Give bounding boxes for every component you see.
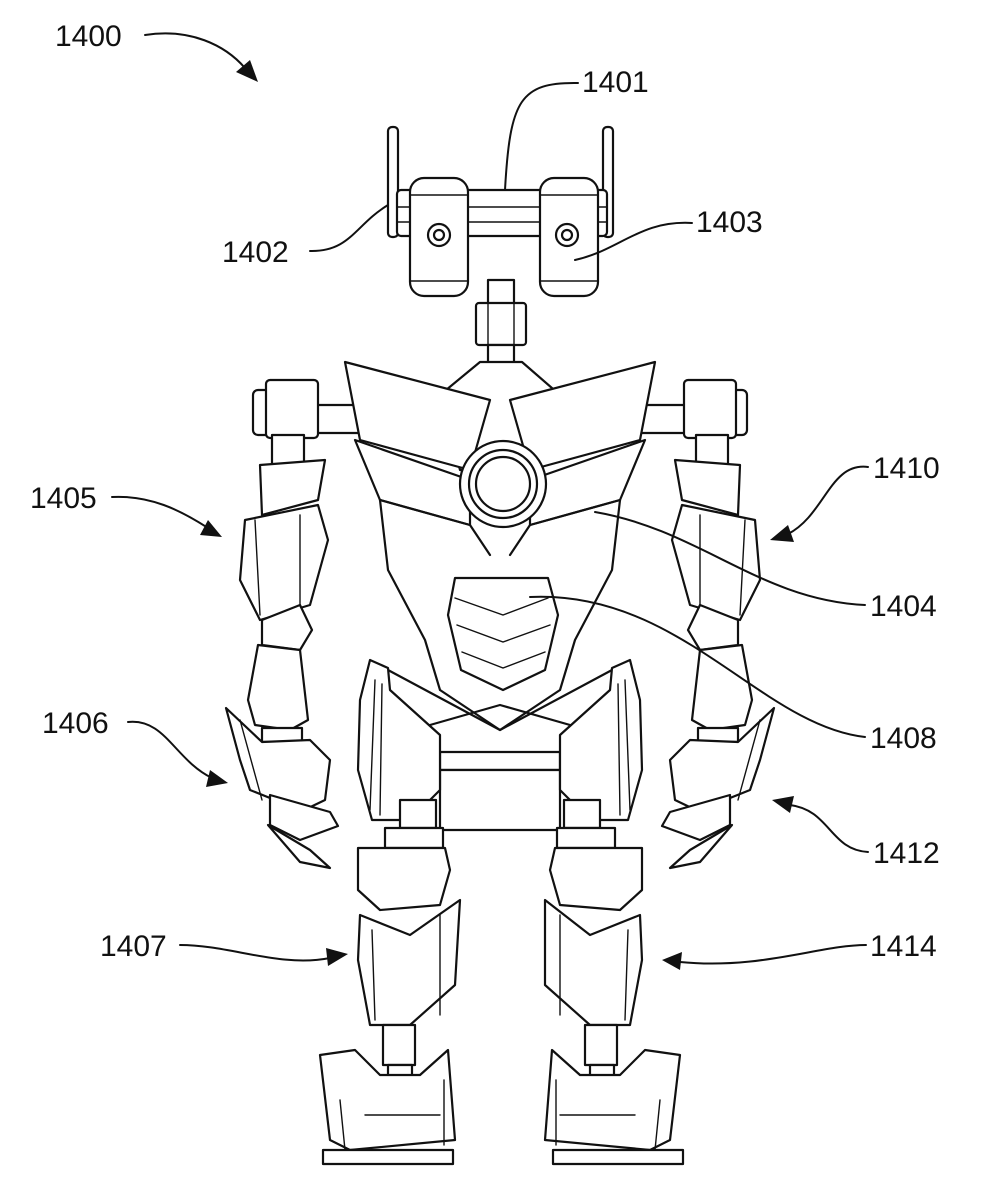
robot-torso	[251, 360, 749, 832]
label-1407: 1407	[100, 930, 167, 963]
label-1403: 1403	[696, 206, 763, 239]
leader-lines	[111, 32, 869, 970]
label-1414: 1414	[870, 930, 937, 963]
reference-labels: 1400 1401 1402 1403 1404 1405 1406 1407 …	[30, 20, 940, 963]
label-1405: 1405	[30, 482, 97, 515]
right-arm	[660, 433, 776, 870]
left-arm	[224, 433, 340, 870]
label-1400: 1400	[55, 20, 122, 53]
label-1408: 1408	[870, 722, 937, 755]
label-1402: 1402	[222, 236, 289, 269]
label-1410: 1410	[873, 452, 940, 485]
robot-head	[386, 125, 615, 365]
label-1412: 1412	[873, 837, 940, 870]
label-1401: 1401	[582, 66, 649, 99]
left-leg	[318, 798, 462, 1166]
label-1404: 1404	[870, 590, 937, 623]
right-leg	[543, 798, 685, 1166]
label-1406: 1406	[42, 707, 109, 740]
